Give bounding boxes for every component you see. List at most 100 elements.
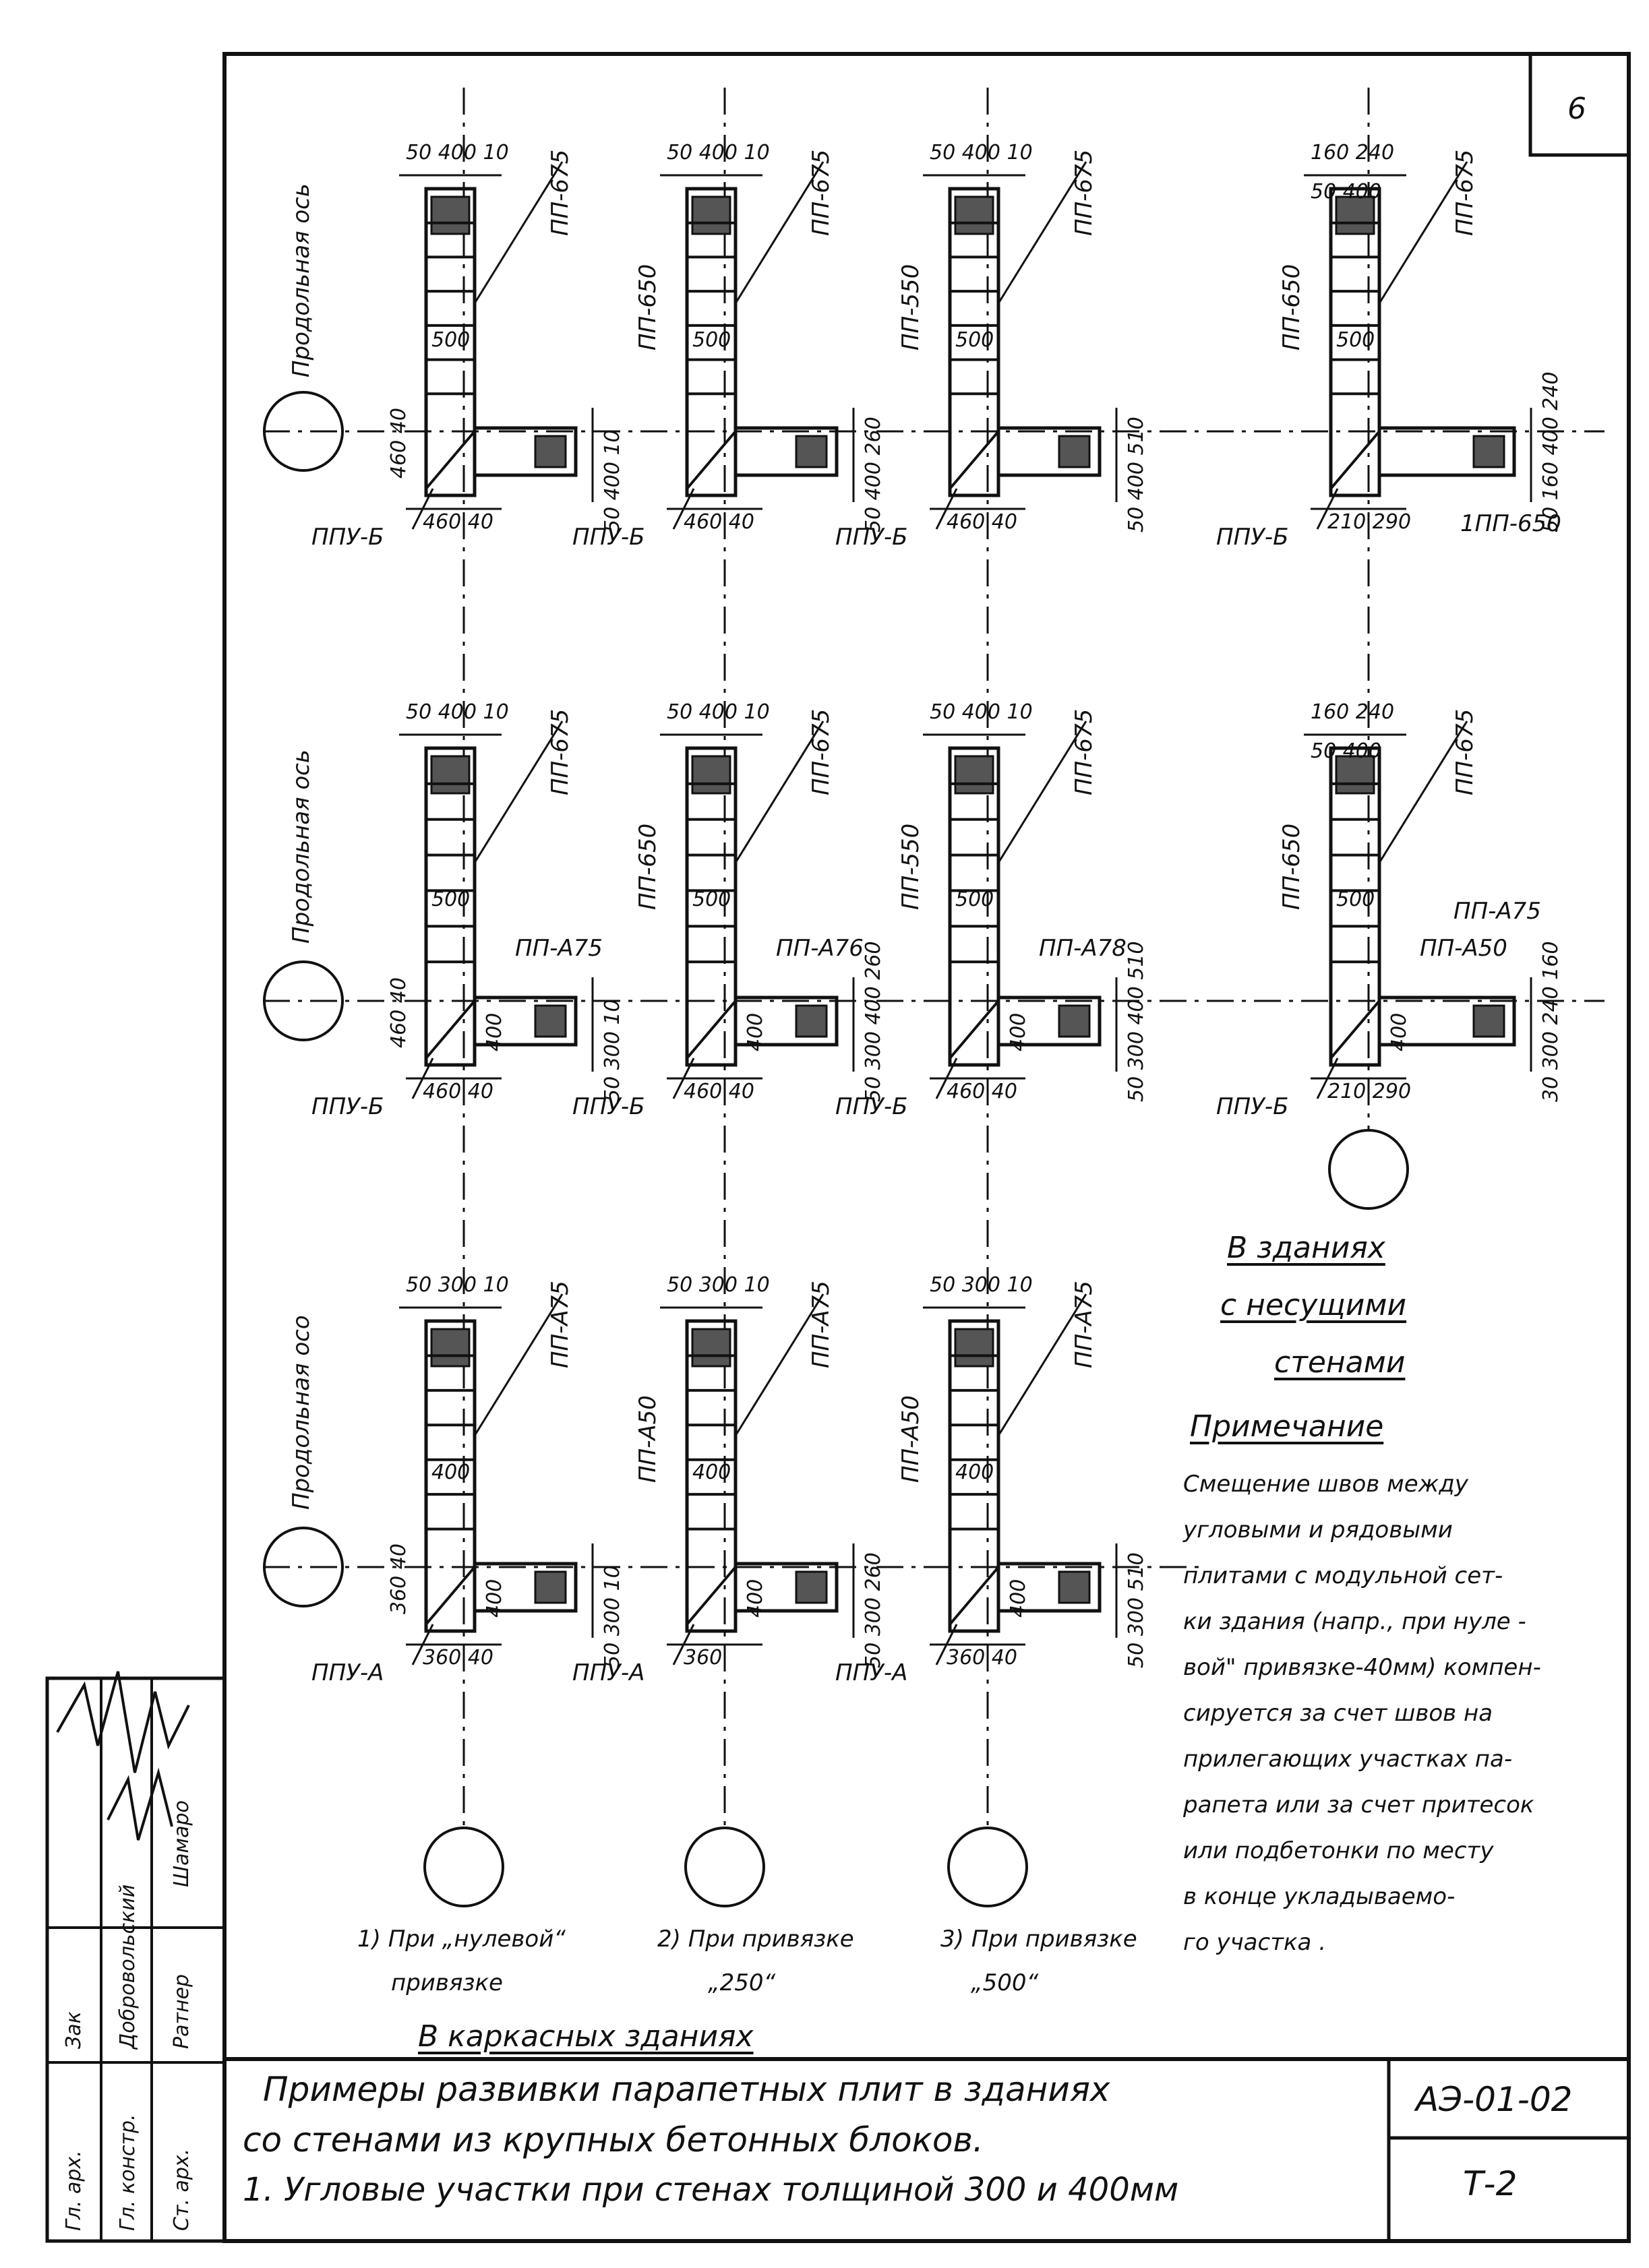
corner-label: ППУ-Б xyxy=(835,1093,908,1120)
corner-label: ППУ-Б xyxy=(1216,524,1289,551)
wall-vertical xyxy=(948,1319,1000,1633)
stamp-name: Ратнер xyxy=(170,1973,193,2049)
dim-mid: 400 xyxy=(692,1461,731,1484)
plate-label: ПП-А75 xyxy=(547,1281,574,1368)
wall-vertical xyxy=(424,187,477,497)
dim-mid: 400 xyxy=(955,1461,994,1484)
note-line: плитами с модульной сет- xyxy=(1183,1562,1503,1589)
dim-right: 30 300 240 160 xyxy=(1539,941,1563,1102)
corner-label: ППУ-Б xyxy=(572,1093,645,1120)
dim-bottom: 460 40 xyxy=(947,1080,1017,1103)
plate-label: ПП-А75 xyxy=(515,935,603,962)
plate-label: ПП-675 xyxy=(1451,708,1478,795)
hatched-block xyxy=(430,755,471,795)
wall-horizontal xyxy=(733,995,839,1047)
plate-label: ПП-650 xyxy=(634,823,661,910)
stamp-extra: Шамаро xyxy=(170,1800,193,1887)
dim-small: 400 xyxy=(744,1579,767,1618)
note-title: Примечание xyxy=(1190,1409,1384,1444)
dim-top: 50 300 10 xyxy=(406,1273,509,1297)
axis-circle xyxy=(947,1827,1028,1907)
wall-horizontal xyxy=(996,995,1102,1047)
axis-label: Продольная ось xyxy=(288,749,315,944)
wall-horizontal xyxy=(996,426,1102,477)
dim-bottom: 460 40 xyxy=(947,510,1017,534)
corner-label: ППУ-Б xyxy=(572,524,645,551)
corner-diagonal xyxy=(1329,430,1381,490)
dim-bottom: 460 40 xyxy=(684,1080,754,1103)
wall-horizontal xyxy=(733,1562,839,1613)
hatched-block xyxy=(795,1004,828,1038)
dim-right: 50 300 10 xyxy=(601,999,624,1102)
plate-label: ПП-А50 xyxy=(897,1395,924,1483)
hatched-block xyxy=(1058,1570,1091,1604)
note-line: ки здания (напр., при нуле - xyxy=(1183,1608,1526,1635)
plate-label: ПП-675 xyxy=(547,149,574,236)
wall-horizontal xyxy=(473,1562,578,1613)
hatched-block xyxy=(1058,1004,1091,1038)
leader-line xyxy=(672,1058,695,1099)
corner-diagonal xyxy=(686,430,737,490)
sheet-code: Т-2 xyxy=(1463,2164,1518,2203)
corner-label: ППУ-А xyxy=(835,1659,908,1686)
note-line: прилегающих участках па- xyxy=(1183,1746,1513,1773)
title-line-2: со стенами из крупных бетонных блоков. xyxy=(243,2120,984,2159)
sheet-number: 6 xyxy=(1567,92,1586,126)
section-walls-title-2: с несущими xyxy=(1220,1288,1407,1322)
dim-right: 50 300 400 260 xyxy=(862,941,885,1102)
caption-col3: 3) При привязке xyxy=(940,1926,1137,1953)
wall-horizontal xyxy=(733,426,839,477)
plate-label: ПП-550 xyxy=(897,264,924,350)
leader-line xyxy=(473,1293,564,1436)
stamp-name: Зак xyxy=(62,2011,86,2049)
hatched-block xyxy=(691,195,731,235)
corner-label: ППУ-Б xyxy=(311,524,384,551)
dim-top: 50 400 10 xyxy=(406,700,509,724)
wall-vertical xyxy=(685,1319,738,1633)
leader-line xyxy=(411,488,434,530)
dim-small: 400 xyxy=(483,1012,506,1051)
title-line-1: Примеры развивки парапетных плит в здани… xyxy=(263,2070,1110,2109)
hatched-block xyxy=(1335,195,1375,235)
wall-vertical xyxy=(424,746,477,1067)
dim-mid: 500 xyxy=(1336,888,1375,911)
axis-circle xyxy=(1328,1129,1409,1210)
axis-circle xyxy=(263,391,344,472)
hatched-block xyxy=(430,195,471,235)
dim-right: 50 300 510 xyxy=(1125,1552,1148,1668)
section-frame-title: В каркасных зданиях xyxy=(418,2019,754,2054)
dim-small: 400 xyxy=(744,1012,767,1051)
wall-vertical xyxy=(424,1319,477,1633)
corner-diagonal xyxy=(949,430,1000,490)
hatched-block xyxy=(1058,435,1091,468)
dim-top: 50 300 10 xyxy=(667,1273,770,1297)
plate-label: ПП-675 xyxy=(1071,708,1098,795)
note-line: го участка . xyxy=(1183,1929,1327,1956)
dim-mid: 500 xyxy=(955,328,994,352)
dim-right: 50 300 260 xyxy=(862,1552,885,1668)
dim-bottom: 360 40 xyxy=(423,1646,493,1669)
dim-top: 50 300 10 xyxy=(930,1273,1033,1297)
dim-bottom: 460 40 xyxy=(423,510,493,534)
hatched-block xyxy=(1472,435,1505,468)
wall-vertical xyxy=(685,746,738,1067)
signature-1 xyxy=(56,1671,190,1773)
plate-label: ПП-А76 xyxy=(776,935,864,962)
dim-top: 50 400 10 xyxy=(667,141,770,164)
note-line: сируется за счет швов на xyxy=(1183,1700,1493,1727)
plate-label: 1ПП-650 xyxy=(1460,510,1561,537)
leader-line xyxy=(473,721,564,863)
dim-top: 160 240 xyxy=(1311,141,1395,164)
note-line: Смещение швов между xyxy=(1183,1471,1468,1498)
corner-label: ППУ-А xyxy=(311,1659,384,1686)
corner-diagonal xyxy=(949,1566,1000,1626)
plate-label: ПП-А75 xyxy=(808,1281,835,1368)
dim-top-2: 50 400 xyxy=(1311,739,1381,763)
axis-circle xyxy=(263,1527,344,1607)
leader-line xyxy=(935,1058,958,1099)
dim-mid: 400 xyxy=(431,1461,471,1484)
plate-label: ПП-А75 xyxy=(1071,1281,1098,1368)
dim-small: 400 xyxy=(1007,1012,1030,1051)
